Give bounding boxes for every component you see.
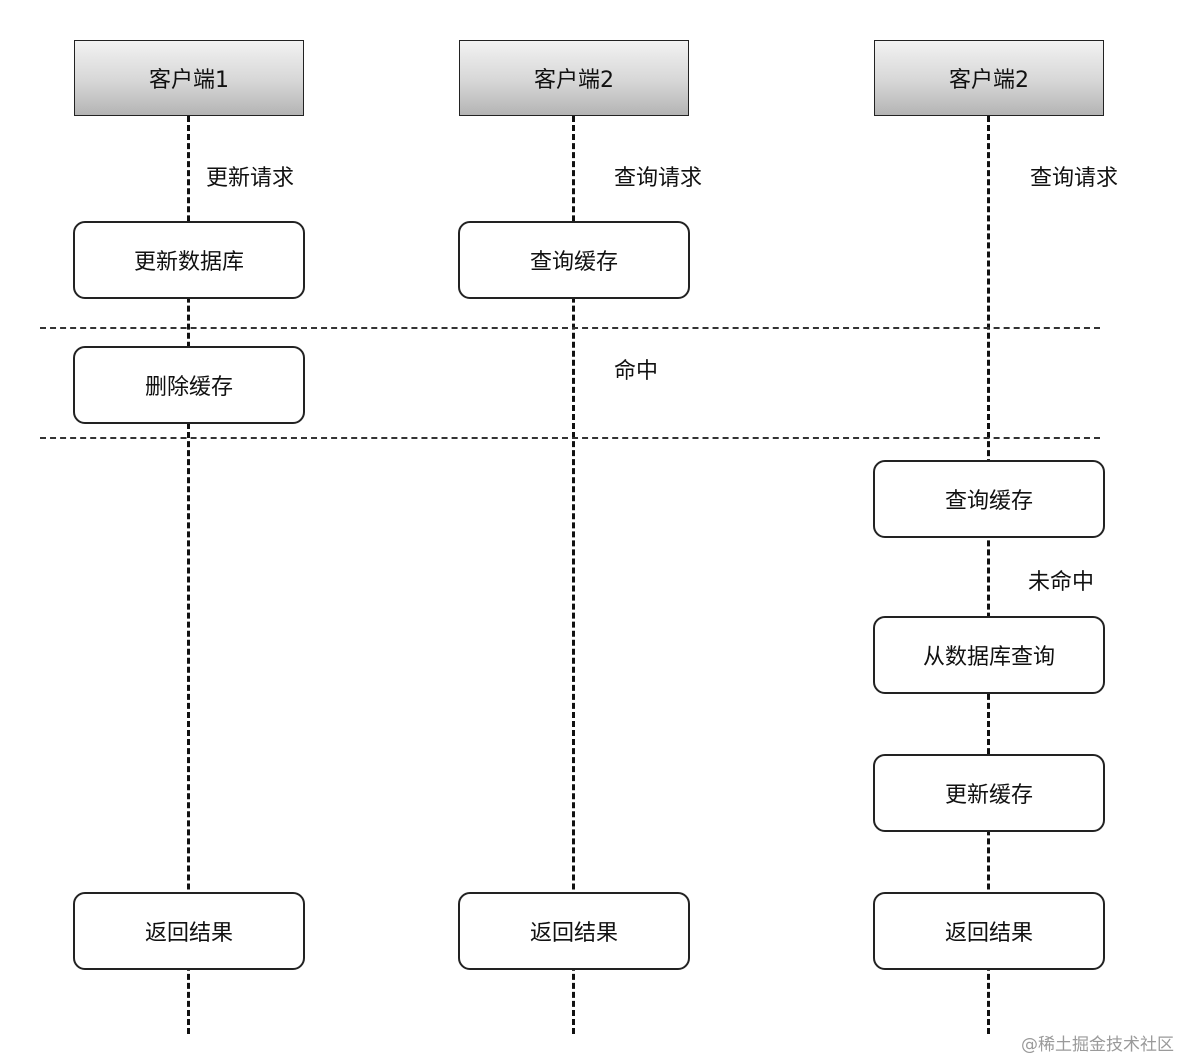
lane3-step-return-result: 返回结果 xyxy=(873,892,1105,970)
separator-line-2 xyxy=(40,437,1100,439)
lane1-step-return-result: 返回结果 xyxy=(73,892,305,970)
lane3-miss-label: 未命中 xyxy=(1026,564,1097,596)
separator-line-1 xyxy=(40,327,1100,329)
watermark-text: @稀土掘金技术社区 xyxy=(1021,1035,1174,1055)
lane1-step-update-db: 更新数据库 xyxy=(73,221,305,299)
lane2-request-label: 查询请求 xyxy=(612,160,705,192)
lane2-lifeline xyxy=(572,116,575,1034)
lane3-header: 客户端2 xyxy=(874,40,1104,116)
lane1-lifeline xyxy=(187,116,190,1034)
lane1-step-delete-cache: 删除缓存 xyxy=(73,346,305,424)
lane3-step-query-db: 从数据库查询 xyxy=(873,616,1105,694)
lane1-request-label: 更新请求 xyxy=(204,160,297,192)
lane2-hit-label: 命中 xyxy=(612,353,661,385)
lane3-request-label: 查询请求 xyxy=(1028,160,1121,192)
lane2-step-return-result: 返回结果 xyxy=(458,892,690,970)
lane3-lifeline xyxy=(987,116,990,1034)
lane2-header: 客户端2 xyxy=(459,40,689,116)
lane3-step-update-cache: 更新缓存 xyxy=(873,754,1105,832)
lane1-header: 客户端1 xyxy=(74,40,304,116)
lane2-step-query-cache: 查询缓存 xyxy=(458,221,690,299)
lane3-step-query-cache: 查询缓存 xyxy=(873,460,1105,538)
